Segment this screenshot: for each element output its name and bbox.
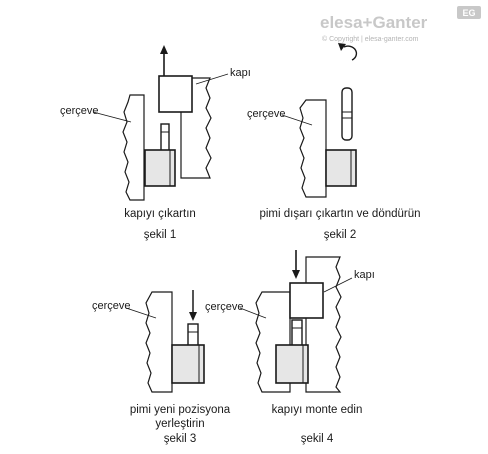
caption-1: kapıyı çıkartın [124, 208, 196, 220]
door-outline [180, 77, 212, 179]
brand-header: elesa+Ganter EG © Copyright | elesa-gant… [320, 6, 481, 43]
frame-label: çerçeve [92, 300, 131, 312]
brand-logo: elesa+Ganter [320, 13, 428, 32]
frame-leader [281, 114, 313, 126]
frame-leader [239, 307, 267, 319]
figure-3: çerçeve pimi yeni pozisyona yerleştirin … [92, 290, 231, 445]
lift-arrow-head [160, 45, 168, 54]
step-4: şekil 4 [301, 433, 334, 445]
brand-badge-text: EG [462, 8, 475, 18]
figure-4: kapı çerçeve kapıyı monte edin şekil 4 [205, 250, 375, 445]
door-label: kapı [230, 67, 251, 79]
brand-badge [457, 6, 481, 19]
step-1: şekil 1 [144, 229, 177, 241]
door-leader [323, 277, 353, 293]
figure-2: çerçeve pimi dışarı çıkartın ve döndürün… [247, 43, 421, 241]
rotate-arrow [343, 45, 358, 61]
frame-label: çerçeve [60, 105, 99, 117]
door-block [289, 282, 324, 319]
door-leader [195, 73, 229, 85]
pin [291, 319, 303, 347]
frame-label: çerçeve [205, 301, 244, 313]
frame-outline [299, 99, 327, 198]
rotate-arrow-head [338, 43, 346, 51]
copyright-text: © Copyright | elesa-ganter.com [322, 35, 419, 43]
frame-outline [122, 94, 145, 201]
caption-4: kapıyı monte edin [272, 404, 363, 416]
figure-1: kapı çerçeve kapıyı çıkartın şekil 1 [60, 45, 251, 241]
insert-arrow-head [189, 312, 197, 321]
pin [341, 87, 353, 141]
caption-3-line-1: pimi yeni pozisyona [130, 404, 231, 416]
door-outline [305, 256, 342, 393]
caption-2: pimi dışarı çıkartın ve döndürün [259, 208, 420, 220]
step-2: şekil 2 [324, 229, 357, 241]
frame-label: çerçeve [247, 108, 286, 120]
step-3: şekil 3 [164, 433, 197, 445]
frame-leader [92, 111, 132, 123]
frame-leader [125, 307, 157, 319]
lower-arrow-head [292, 270, 300, 279]
frame-outline [145, 291, 173, 393]
door-label: kapı [354, 269, 375, 281]
door-block [158, 75, 193, 113]
caption-3-line-2: yerleştirin [155, 418, 204, 430]
frame-outline [255, 291, 291, 393]
pin [160, 123, 170, 153]
